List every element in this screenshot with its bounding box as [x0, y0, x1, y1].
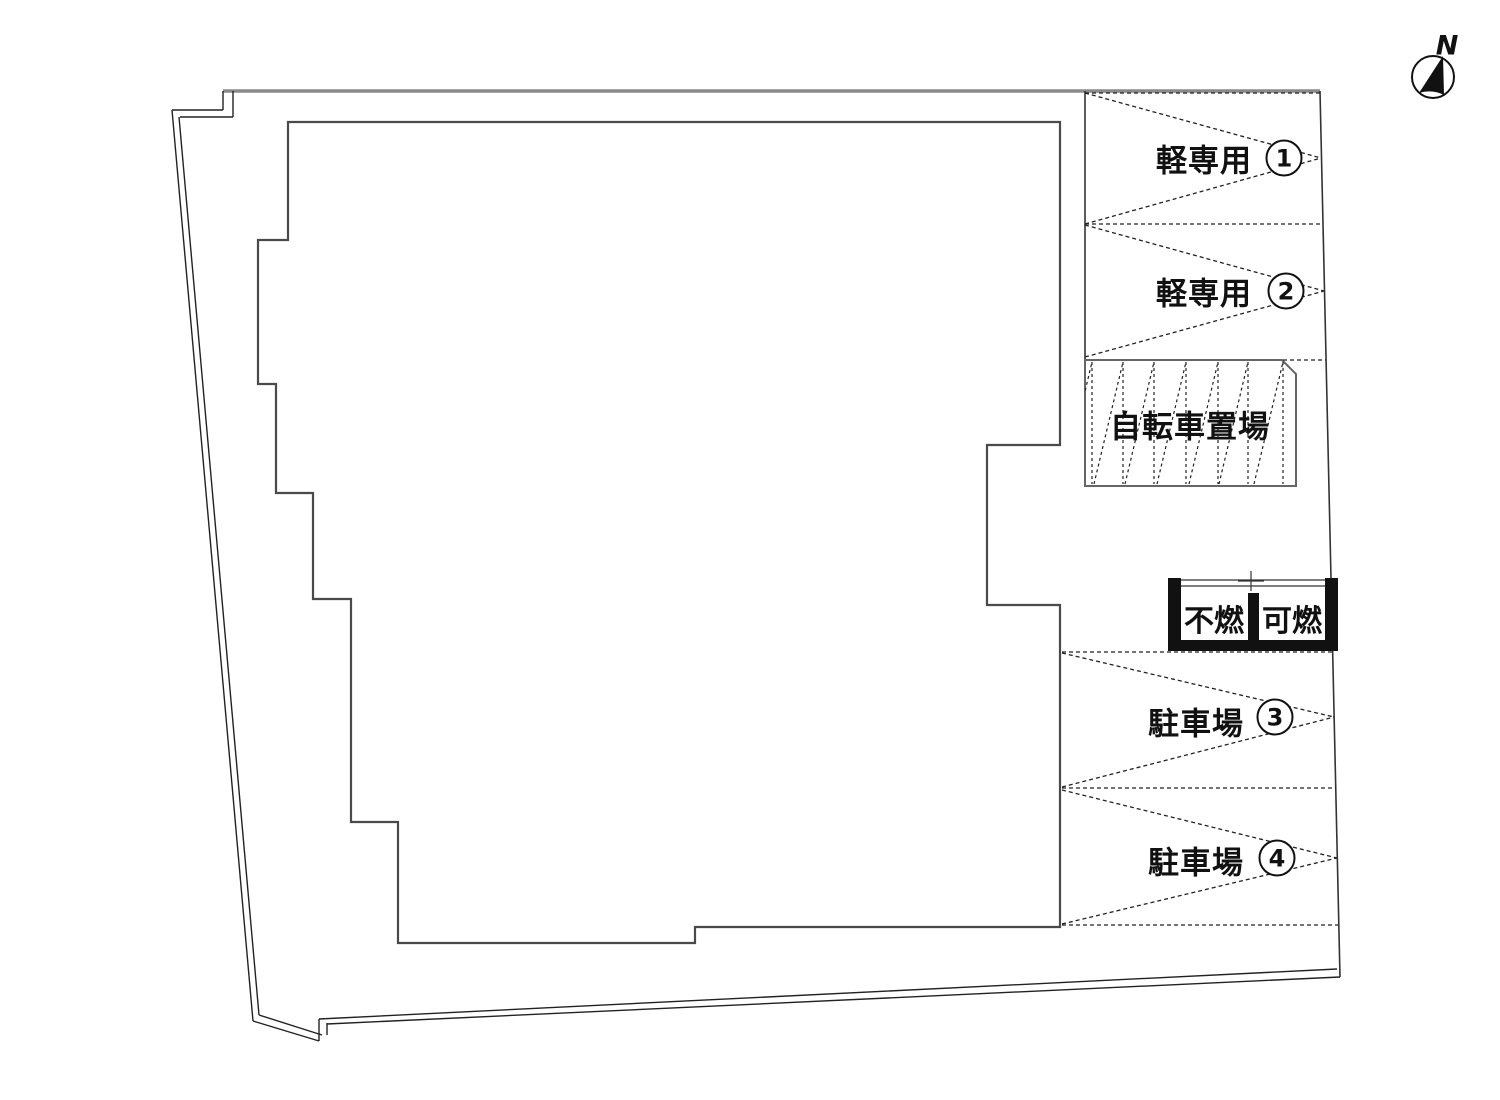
waste-non-burnable-label: 不燃	[1184, 604, 1244, 639]
kei-space-2-number: 2	[1267, 272, 1305, 310]
bicycle-area	[1084, 359, 1326, 487]
stall-4-diagonal-upper	[1061, 789, 1338, 859]
site-boundary-notch	[172, 91, 234, 118]
site-boundary-right	[1319, 90, 1341, 978]
parking-space-4-label: 駐車場	[1148, 845, 1244, 882]
waste-enclosure-gate	[1181, 571, 1325, 591]
site-boundary-bottom	[252, 968, 1341, 1042]
north-arrow-icon	[1411, 55, 1455, 99]
kei-space-1-number: 1	[1265, 139, 1303, 177]
bicycle-area-outline	[1084, 359, 1297, 487]
site-boundary	[171, 89, 1341, 1042]
bicycle-area-label: 自転車置場	[1110, 409, 1270, 446]
building-outline	[256, 120, 1062, 945]
north-label: N	[1435, 30, 1459, 62]
waste-enclosure	[1168, 571, 1338, 651]
parking-space-3-label: 駐車場	[1148, 706, 1244, 743]
stall-4-diagonal-lower	[1061, 857, 1338, 925]
site-boundary-left	[171, 109, 260, 1022]
kei-space-2-label: 軽専用	[1156, 276, 1252, 313]
waste-enclosure-walls	[1168, 578, 1338, 651]
parking-space-3-number: 3	[1256, 698, 1294, 736]
parking-space-4-number: 4	[1258, 839, 1296, 877]
waste-burnable-label: 可燃	[1262, 604, 1322, 639]
parking-stall-markings	[1061, 92, 1338, 926]
bicycle-rack-hatch	[1085, 361, 1284, 485]
kei-space-1-label: 軽専用	[1156, 143, 1252, 180]
